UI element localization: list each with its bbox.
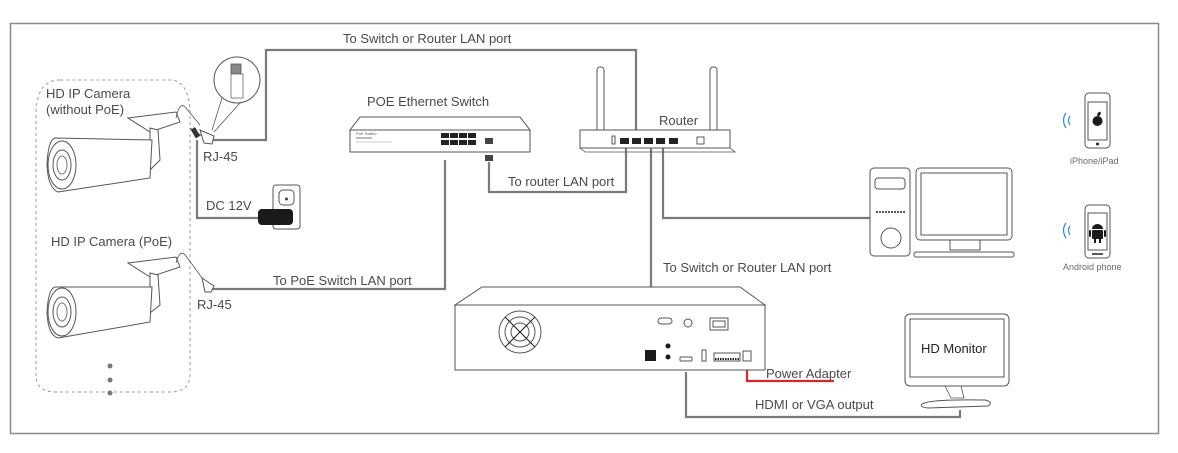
video-output-label: HDMI or VGA output <box>755 397 874 412</box>
power-adapter-label: Power Adapter <box>766 366 852 381</box>
poe-wire-label: To PoE Switch LAN port <box>273 273 412 288</box>
iphone-label: iPhone/iPad <box>1070 156 1119 166</box>
wire-camera2-to-switch <box>212 160 447 291</box>
rj45-label-1: RJ-45 <box>203 149 238 164</box>
top-wire-label: To Switch or Router LAN port <box>343 31 512 46</box>
switch-to-router-label: To router LAN port <box>508 174 615 189</box>
camera-poe-label: HD IP Camera (PoE) <box>51 234 173 249</box>
monitor-icon <box>904 313 1010 409</box>
wire-dc-power <box>195 140 265 220</box>
wire-camera1-to-router <box>210 48 638 142</box>
wire-switch-to-router <box>487 148 628 194</box>
wire-router-to-pc <box>661 148 870 220</box>
nvr-icon <box>453 286 767 371</box>
rj45-connector-icon <box>211 56 261 133</box>
switch-label: POE Ethernet Switch <box>367 94 490 109</box>
more-cameras-ellipsis <box>107 363 113 396</box>
power-adapter-icon <box>258 209 293 225</box>
camera-no-poe-label-1: HD IP Camera <box>46 86 131 101</box>
wire-nvr-to-monitor <box>684 372 962 419</box>
switch-icon <box>348 116 532 161</box>
camera-without-poe-icon <box>46 105 215 193</box>
camera-no-poe-label-2: (without PoE) <box>46 102 125 117</box>
diagram-frame <box>9 22 1160 435</box>
wifi-icon <box>1062 222 1071 239</box>
rj45-label-2: RJ-45 <box>197 297 232 312</box>
monitor-label: HD Monitor <box>921 341 987 356</box>
switch-brand-label: PoE Switch <box>356 131 377 136</box>
nvr-to-router-label: To Switch or Router LAN port <box>663 260 832 275</box>
android-icon <box>1084 204 1111 259</box>
router-label: Router <box>659 113 699 128</box>
android-label: Android phone <box>1063 262 1122 272</box>
apple-logo-icon <box>1092 111 1103 126</box>
camera-group-box <box>35 79 191 393</box>
router-icon <box>579 66 737 153</box>
wifi-icon <box>1062 112 1071 129</box>
dc-12v-label: DC 12V <box>206 198 252 213</box>
android-logo-icon <box>1089 224 1106 243</box>
camera-poe-icon <box>46 252 215 339</box>
iphone-icon <box>1084 92 1111 149</box>
pc-icon <box>869 167 1015 258</box>
